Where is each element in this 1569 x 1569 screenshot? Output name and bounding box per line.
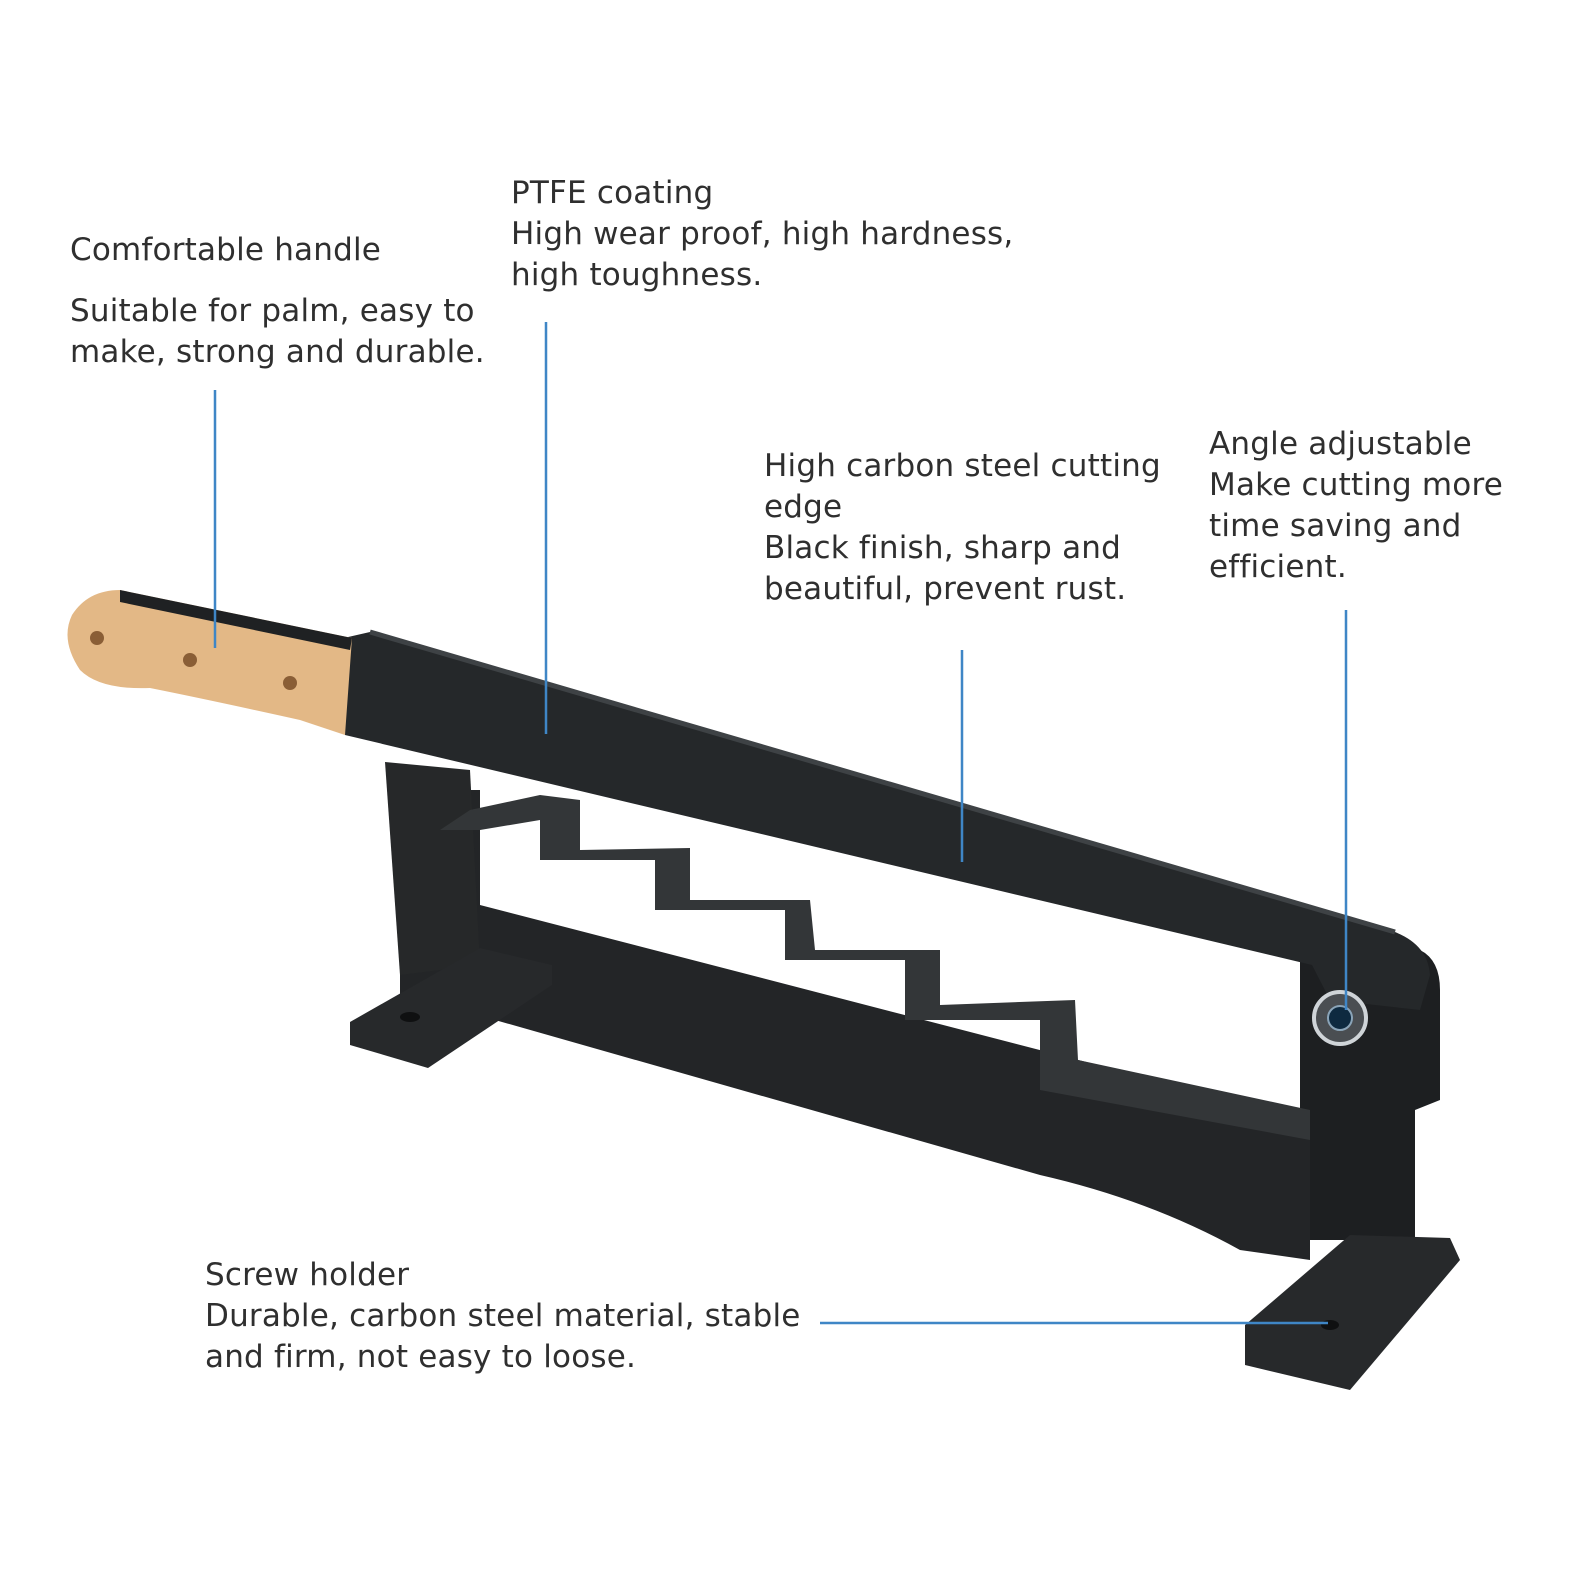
handle-rivet-1 [90, 631, 104, 645]
callout-angle-title: Angle adjustable [1209, 426, 1472, 462]
callout-handle-line1: Suitable for palm, easy to [70, 293, 475, 329]
callout-angle-line3: efficient. [1209, 549, 1347, 585]
serrated-steps [440, 795, 1310, 1140]
callout-screw-title: Screw holder [205, 1257, 410, 1293]
front-post [385, 762, 480, 975]
callout-coating-line1: High wear proof, high hardness, [511, 216, 1014, 252]
callout-handle-line2: make, strong and durable. [70, 334, 485, 370]
callout-angle-line2: time saving and [1209, 508, 1462, 544]
callout-screw-line1: Durable, carbon steel material, stable [205, 1298, 801, 1334]
callout-handle-title: Comfortable handle [70, 232, 382, 268]
callout-coating: PTFE coating High wear proof, high hardn… [511, 173, 1013, 296]
blade-arm [335, 632, 1430, 1010]
callout-coating-title: PTFE coating [511, 175, 714, 211]
callout-edge-line2: beautiful, prevent rust. [764, 571, 1127, 607]
back-foot [1245, 1235, 1460, 1390]
callout-angle: Angle adjustable Make cutting more time … [1209, 424, 1503, 588]
callout-handle: Comfortable handle Suitable for palm, ea… [70, 230, 485, 373]
handle-tang [120, 590, 352, 650]
callout-edge-title-line1: High carbon steel cutting [764, 448, 1161, 484]
base-frame [400, 790, 1310, 1260]
callout-angle-line1: Make cutting more [1209, 467, 1504, 503]
blade-arm-edge [369, 629, 1396, 935]
callout-edge-line1: Black finish, sharp and [764, 530, 1122, 566]
callout-coating-line2: high toughness. [511, 257, 763, 293]
callout-screw: Screw holder Durable, carbon steel mater… [205, 1255, 801, 1378]
leader-lines [213, 322, 1348, 1325]
handle-rivet-3 [283, 676, 297, 690]
callout-screw-line2: and firm, not easy to loose. [205, 1339, 637, 1375]
front-foot [350, 948, 552, 1068]
callout-edge-title-line2: edge [764, 489, 843, 525]
callout-edge: High carbon steel cutting edge Black fin… [764, 446, 1161, 610]
front-foot-screw-hole [400, 1012, 420, 1022]
back-foot-screw-hole [1321, 1320, 1339, 1330]
handle-rivet-2 [183, 653, 197, 667]
